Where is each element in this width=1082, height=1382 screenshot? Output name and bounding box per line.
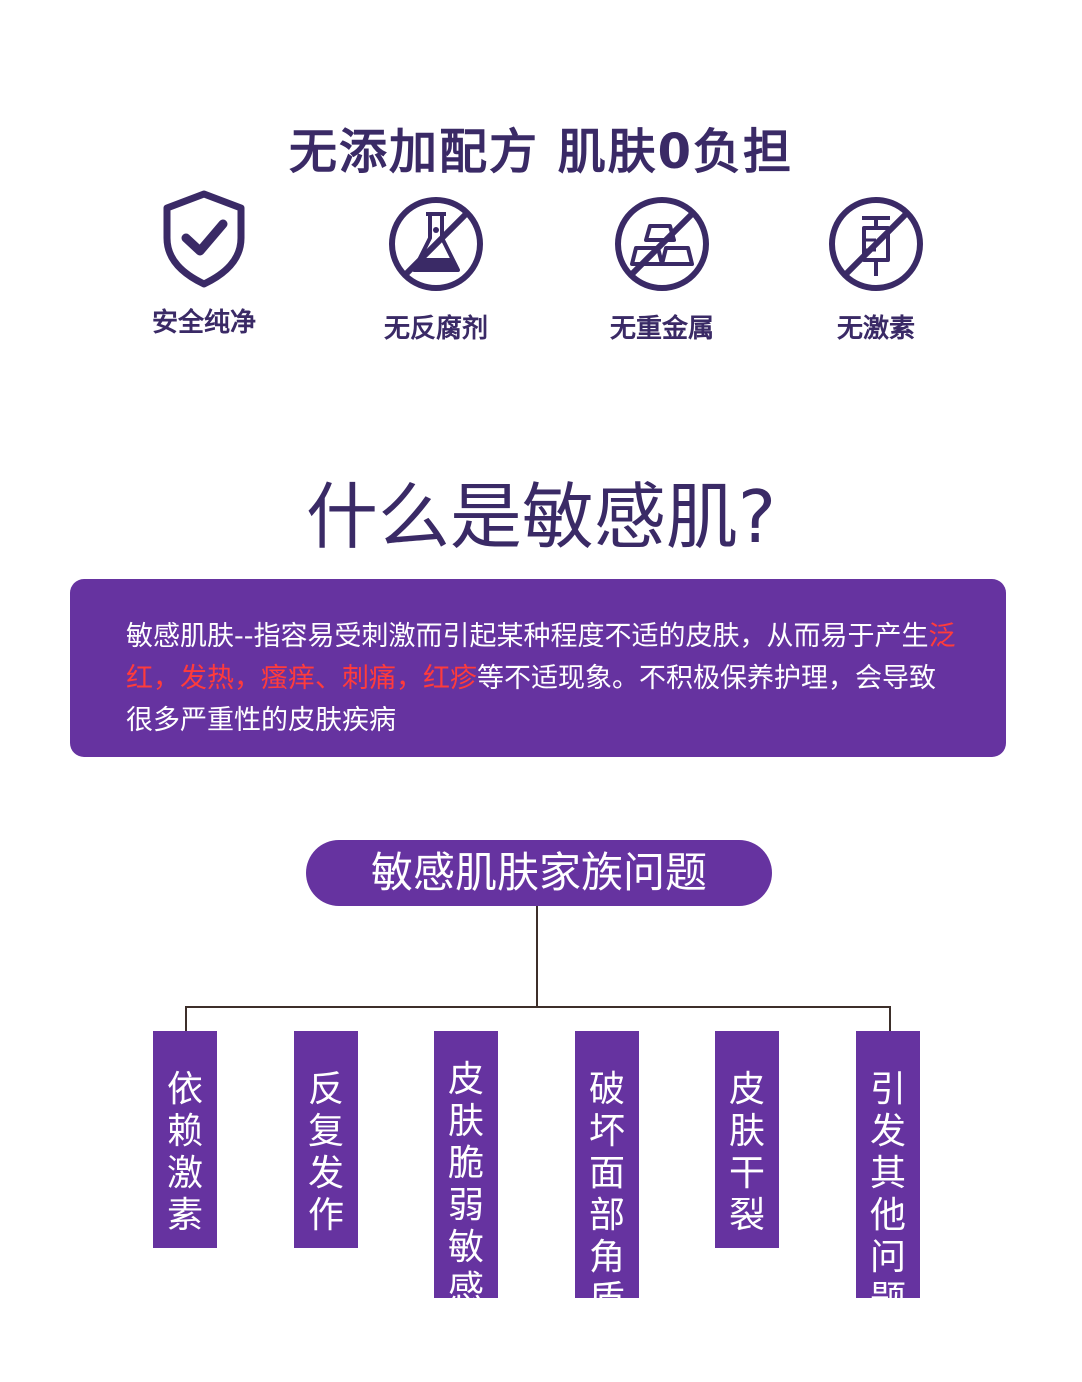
problem-box-5: 引发其他问题 [856,1031,920,1320]
feature-label: 安全纯净 [151,308,256,338]
tree-drop-line [185,1006,187,1032]
problem-box-1: 反复发作 [294,1031,358,1248]
problem-box-0: 依赖激素 [153,1031,217,1248]
shield-check-icon [163,190,245,288]
question-title: 什么是敏感肌? [305,475,777,559]
problem-text: 依赖激素 [166,1069,203,1236]
family-title: 敏感肌肤家族问题 [306,840,772,906]
tree-trunk-line [536,906,538,1007]
problem-box-2: 皮肤脆弱敏感 [434,1031,498,1310]
problem-text: 反复发作 [307,1069,344,1236]
page-headline: 无添加配方 肌肤0负担 [288,124,794,180]
description-part2: 等不适现象。不积极保养护理，会导致很多严重性的皮肤疾病 [126,663,936,736]
feature-label: 无激素 [836,314,915,344]
description-text: 敏感肌肤--指容易受刺激而引起某种程度不适的皮肤，从而易于产生泛红，发热，瘙痒、… [126,616,956,742]
problem-text: 引发其他问题 [869,1069,906,1320]
problem-text: 破坏面部角质 [588,1069,625,1320]
problem-text: 皮肤干裂 [728,1069,765,1236]
feature-no-preservative: 无反腐剂 [336,194,536,345]
no-metal-icon [615,197,709,291]
description-part1: 敏感肌肤--指容易受刺激而引起某种程度不适的皮肤，从而易于产生 [126,621,929,652]
description-panel [70,579,1006,757]
problem-box-3: 破坏面部角质 [575,1031,639,1320]
no-syringe-icon [829,197,923,291]
description-highlight: 泛红，发热，瘙痒、刺痛，红疹 [126,621,956,694]
feature-label: 无反腐剂 [383,314,488,344]
feature-no-hormone: 无激素 [776,194,976,345]
tree-drop-line [889,1006,891,1032]
no-flask-icon [389,197,483,291]
tree-branch-line [185,1006,891,1008]
feature-no-heavy-metal: 无重金属 [562,194,762,345]
problem-box-4: 皮肤干裂 [715,1031,779,1248]
feature-label: 无重金属 [609,314,714,344]
problem-text: 皮肤脆弱敏感 [447,1059,484,1310]
feature-safe-pure: 安全纯净 [104,188,304,339]
